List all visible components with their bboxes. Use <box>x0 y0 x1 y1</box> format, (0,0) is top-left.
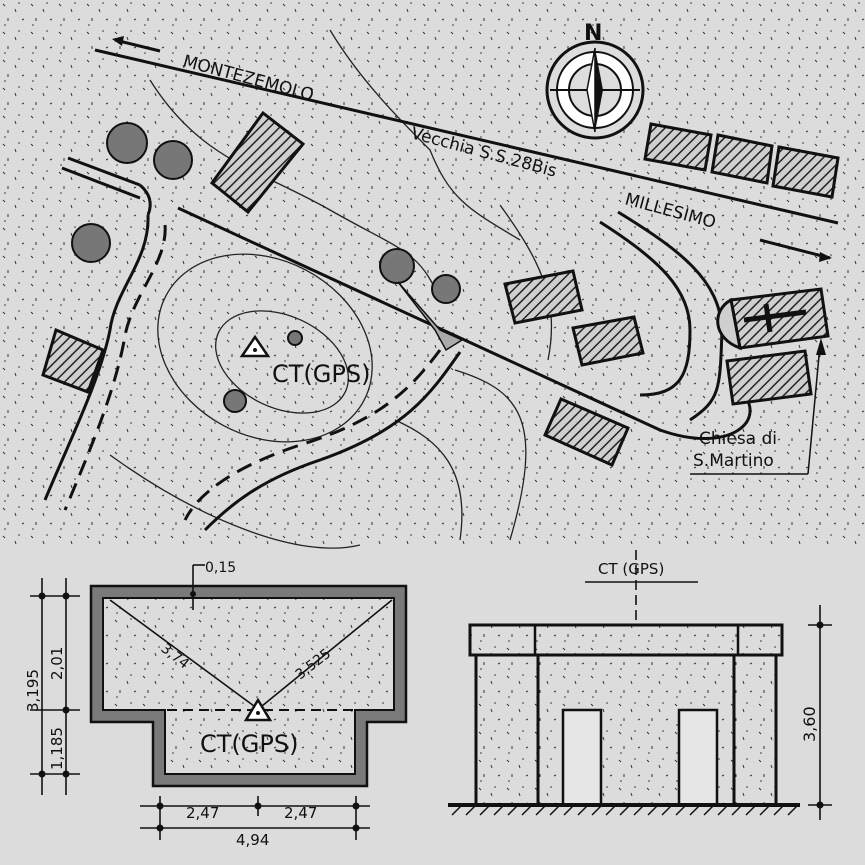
contour-lines <box>109 29 553 549</box>
trees <box>71 122 461 413</box>
door <box>677 708 719 807</box>
tree-icon <box>431 274 461 304</box>
map-ground <box>0 0 865 545</box>
building <box>543 397 630 467</box>
plan-station-label: CT(GPS) <box>200 730 298 758</box>
door <box>561 708 603 807</box>
tree-icon <box>223 389 247 413</box>
building <box>41 327 105 394</box>
tree-icon <box>379 248 415 284</box>
compass-icon <box>545 40 645 140</box>
building <box>209 110 306 215</box>
building <box>571 315 645 367</box>
cross-icon <box>743 303 807 333</box>
plan-view: CT(GPS) 3,74 3,525 0,15 3,195 2,01 1,185 <box>24 560 408 849</box>
dim-bottom-total: 4,94 <box>236 831 269 849</box>
dashed-tracks <box>43 214 462 532</box>
tree-icon <box>153 140 193 180</box>
compass-north-label: N <box>584 21 602 46</box>
dim-height: 3,60 <box>800 706 819 742</box>
dim-left-total: 3,195 <box>24 669 42 712</box>
dim-left-lower: 1,185 <box>48 727 66 770</box>
dim-wall: 0,15 <box>205 560 236 576</box>
station-marker-icon <box>239 334 271 358</box>
building <box>503 269 584 325</box>
elevation-label: CT (GPS) <box>598 560 664 578</box>
building <box>710 133 774 185</box>
station-marker-icon <box>243 697 273 722</box>
church-label-line2: S.Martino <box>693 451 774 471</box>
building <box>771 145 840 199</box>
building <box>643 122 713 172</box>
elevation-view: CT (GPS) 3,60 <box>448 550 832 820</box>
dim-bottom-half-right: 2,47 <box>284 804 317 822</box>
buildings <box>41 110 840 467</box>
map-station-label: CT(GPS) <box>272 360 370 388</box>
dim-bottom-half-left: 2,47 <box>186 804 219 822</box>
tree-icon <box>287 330 303 346</box>
main-road <box>61 36 839 440</box>
site-map: N MONTEZEMOLO Vecchia S.S.28Bis MILLESIM… <box>0 0 865 549</box>
church-label-line1: Chiesa di <box>699 429 777 449</box>
building <box>725 349 813 406</box>
tree-icon <box>71 223 111 263</box>
dim-left-upper: 2,01 <box>48 647 66 680</box>
tree-icon <box>106 122 148 164</box>
